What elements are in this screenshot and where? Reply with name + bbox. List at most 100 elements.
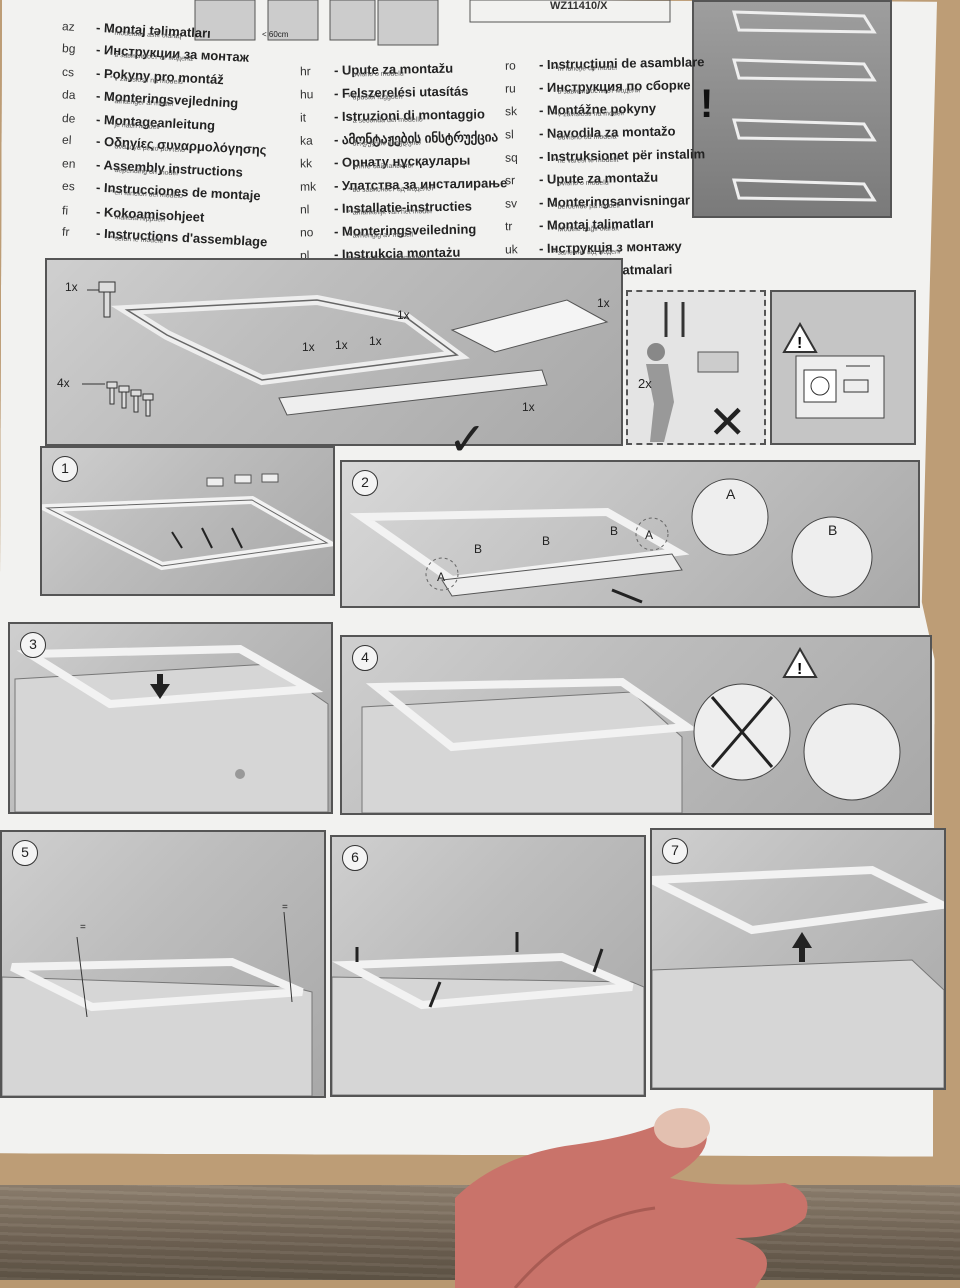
language-code: fr: [61, 224, 70, 239]
language-item-mk: mk- Упатства за инсталирање* во зависнос…: [300, 171, 508, 199]
step-7-illustration: [636, 865, 956, 1089]
language-item-ru: ru- Инструкция по сборке* в зависимости …: [505, 73, 691, 100]
label-b-2: B: [542, 534, 551, 548]
bolt-icon: [98, 281, 116, 318]
language-code: sq: [504, 150, 518, 165]
clip-quantity-2: 1x: [335, 338, 348, 352]
language-subtitle: * në varësi të modelit: [553, 156, 619, 165]
language-code: es: [61, 178, 76, 194]
screws-quantity: 4x: [57, 376, 70, 390]
dimension-label: < 60cm: [262, 30, 289, 39]
language-subtitle: * selon le modèle: [109, 235, 164, 245]
language-code: sl: [504, 127, 514, 142]
equal-mark-right: =: [282, 902, 288, 913]
detail-label-b: B: [828, 522, 838, 538]
language-subtitle: * în funcție de model: [553, 64, 617, 73]
language-subtitle: * Modele bağlı olarak: [553, 225, 619, 234]
frame-quantity: 1x: [397, 308, 410, 322]
language-subtitle: * ovisno o modelu: [348, 70, 404, 79]
step-2-illustration: [349, 478, 873, 604]
language-subtitle: * avhengig av modell: [348, 231, 414, 240]
language-code: ro: [504, 58, 516, 73]
model-code: WZ11410/X: [550, 0, 608, 12]
step-number: 6: [342, 845, 368, 871]
parts-panel: 1x 4x 1x 1x 1x 1x 1x 1x: [45, 258, 623, 446]
hand: [455, 1108, 808, 1288]
step-number: 7: [662, 838, 688, 864]
language-item-tr: tr- Montaj talimatları* Modele bağlı ola…: [505, 212, 654, 239]
language-code: sr: [504, 173, 516, 188]
stacking-variants-panel: !: [692, 0, 892, 218]
language-code: tr: [504, 219, 513, 234]
label-b-1: B: [474, 542, 483, 556]
detail-label-a: A: [726, 486, 736, 502]
manual-quantity: 1x: [597, 296, 610, 310]
language-code: nl: [299, 202, 310, 217]
svg-text:!: !: [797, 335, 802, 352]
step-1-panel: 1: [31, 446, 340, 596]
language-subtitle: * v závislosti na modeli: [553, 110, 624, 119]
language-subtitle: * a seconda del modello: [348, 116, 423, 125]
language-code: no: [299, 225, 314, 240]
unplug-warning-panel: !: [770, 290, 916, 445]
language-code: mk: [299, 179, 317, 194]
language-subtitle: * típustól függően: [348, 93, 403, 102]
language-code: it: [299, 110, 307, 125]
step-number: 5: [12, 840, 38, 866]
top-illustrations: [194, 0, 671, 46]
front-rail-quantity: 1x: [522, 400, 535, 414]
power-plug-illustration: !: [782, 321, 885, 419]
language-subtitle: * во зависност од моделот: [348, 185, 435, 194]
label-a-1: A: [437, 570, 446, 584]
language-code: ru: [504, 81, 516, 96]
check-mark-icon: ✓: [448, 413, 487, 465]
bolt-quantity: 1x: [65, 280, 78, 294]
step-7-panel: 7: [636, 828, 956, 1090]
language-subtitle: * მოდელის მიხედვით: [348, 139, 421, 148]
language-code: kk: [299, 156, 313, 171]
step-4-panel: 4 !: [340, 635, 932, 815]
stacked-frames-illustration: [732, 10, 877, 202]
language-subtitle: * залежно від моделі: [553, 248, 621, 257]
step-6-panel: 6: [330, 835, 646, 1097]
clip-quantity-3: 1x: [369, 334, 382, 348]
step-number: 3: [20, 632, 46, 658]
parts-illustration: [82, 281, 609, 417]
equal-mark-left: =: [80, 922, 86, 933]
svg-text:!: !: [797, 661, 802, 678]
language-subtitle: * в зависимости от модели: [553, 87, 641, 96]
language-item-sv: sv- Monteringsanvisningar* beroende på m…: [505, 188, 690, 215]
two-person-panel: 2x ✕: [626, 290, 766, 445]
language-subtitle: * afhankelijk van het model: [348, 208, 432, 217]
language-code: sv: [504, 196, 518, 211]
cross-icon: ✕: [708, 396, 747, 448]
step-number: 1: [52, 456, 78, 482]
step-2-panel: 2 B B B A A A B: [340, 460, 920, 608]
language-subtitle: * beroende på modell: [553, 202, 620, 211]
label-a-2: A: [645, 528, 654, 542]
persons-quantity: 2x: [638, 376, 652, 391]
language-code: el: [61, 132, 72, 148]
language-code: sk: [504, 104, 518, 119]
language-subtitle: * үлгіге байланысты: [348, 162, 414, 171]
language-code: bg: [61, 41, 76, 56]
step-6-illustration: [331, 932, 645, 1096]
step-number: 4: [352, 645, 378, 671]
person-lifting-illustration: [646, 302, 739, 442]
step-3-panel: 3: [8, 622, 333, 814]
step-3-illustration: [14, 644, 329, 813]
clip-quantity-1: 1x: [302, 340, 315, 354]
step-5-panel: 5 = =: [0, 830, 326, 1098]
language-code: ka: [299, 133, 313, 148]
language-list-right: ro- Instrucțiuni de asamblare* în funcți…: [504, 52, 705, 279]
language-subtitle: * ovisno o modelu: [553, 179, 609, 188]
label-b-3: B: [610, 524, 619, 538]
language-code: hu: [299, 87, 314, 102]
step-1-illustration: [31, 473, 340, 571]
language-item-fr: fr- Instructions d'assemblage* selon le …: [62, 220, 268, 255]
step-5-illustration: [1, 911, 313, 1097]
language-code: da: [61, 87, 76, 103]
language-subtitle: * odvisno od modela: [553, 133, 617, 142]
step-4-illustration: !: [361, 646, 901, 814]
